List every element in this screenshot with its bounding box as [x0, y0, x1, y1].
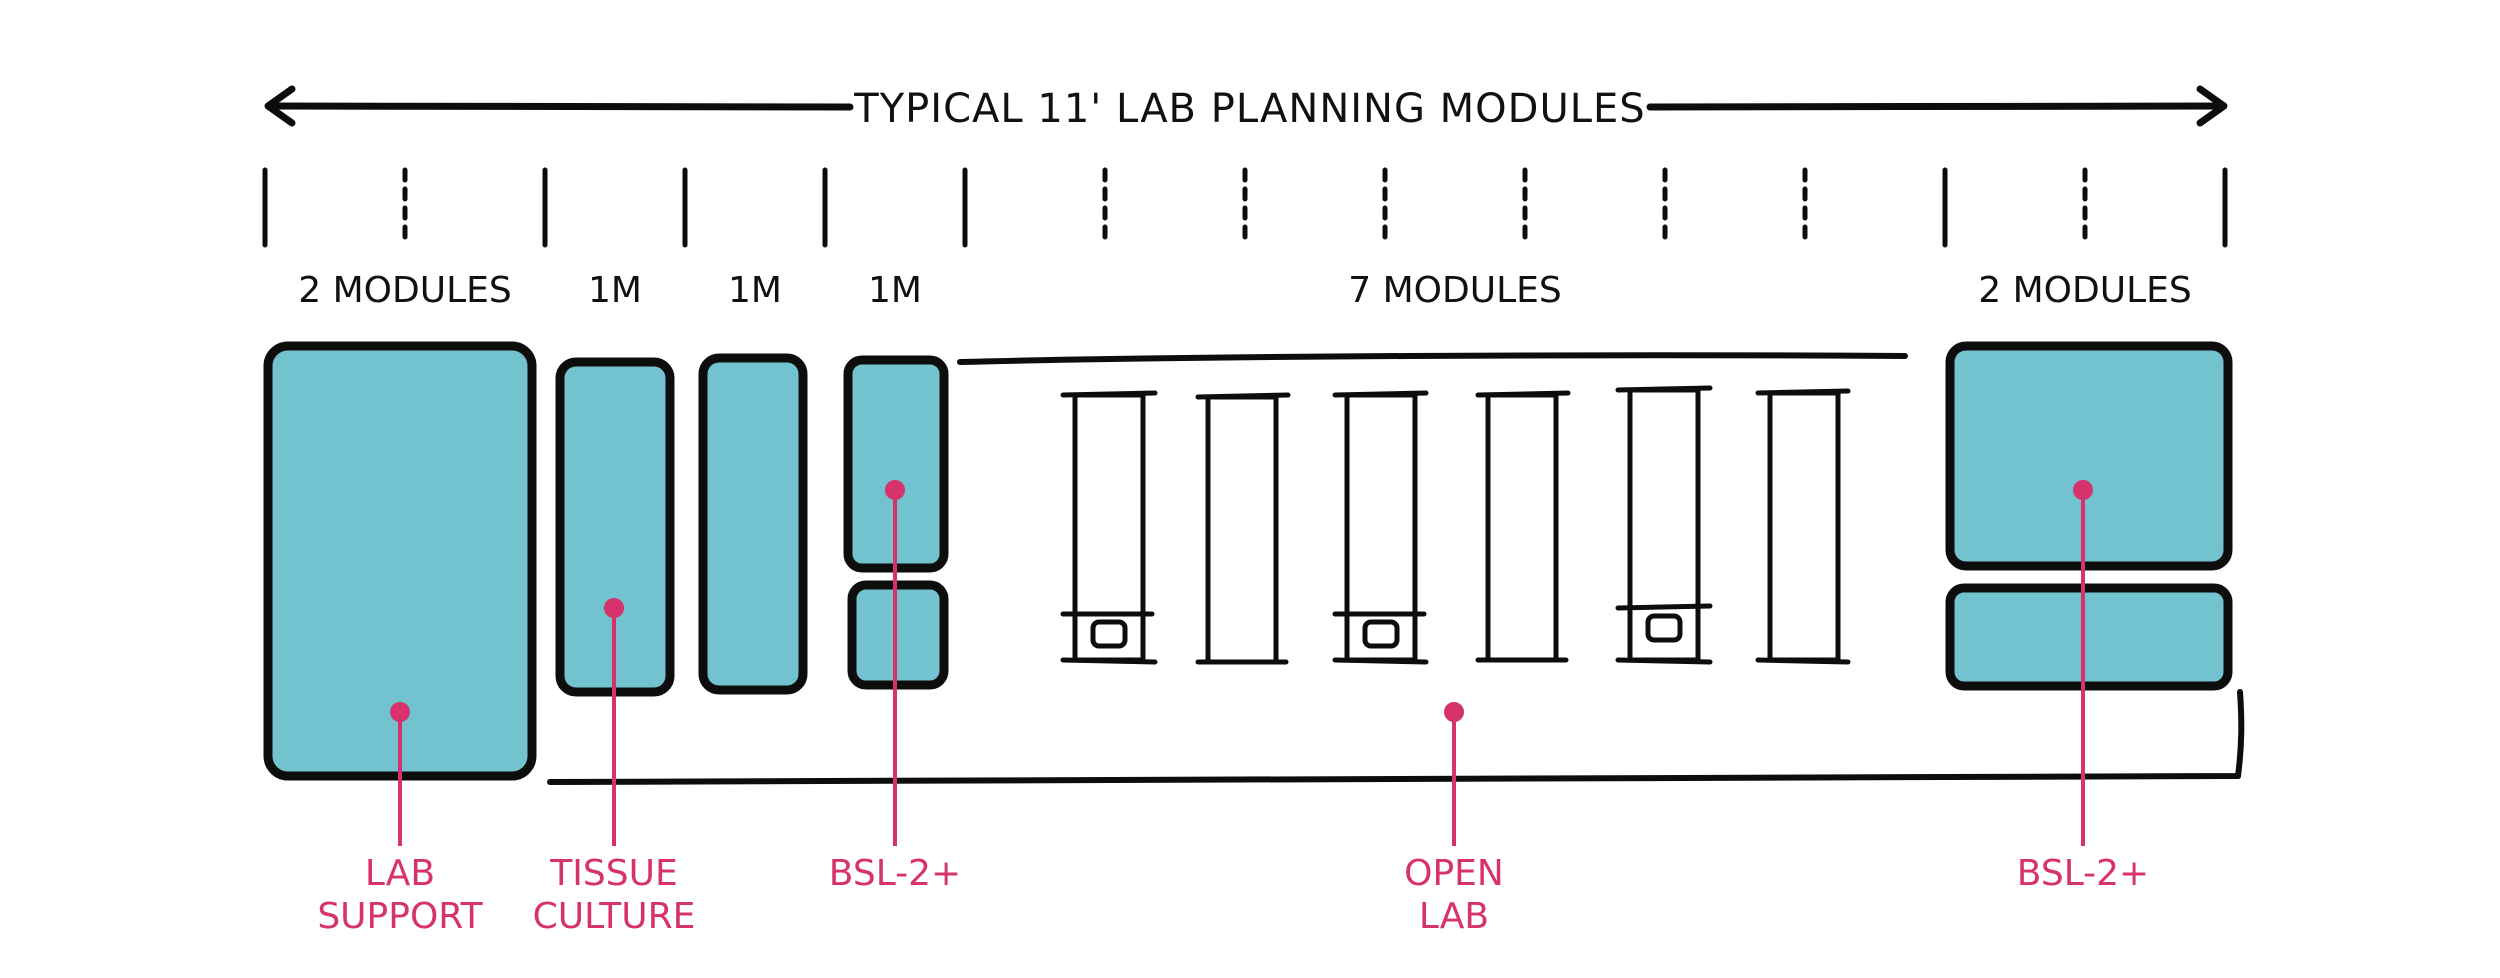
group-label-tissue-culture: 1M	[588, 270, 642, 311]
callout-dot-tissue-culture	[604, 598, 624, 618]
callout-dot-bsl-left	[885, 480, 905, 500]
room-bsl-left-lower	[847, 580, 949, 690]
bench-6	[1755, 388, 1851, 665]
group-label-module-3: 1M	[728, 270, 782, 311]
bench-5	[1615, 385, 1713, 665]
group-label-lab-support: 2 MODULES	[298, 270, 511, 311]
group-label-open-lab: 7 MODULES	[1348, 270, 1561, 311]
open-lab-benches	[1060, 385, 1851, 665]
module-ticks	[262, 167, 2228, 248]
bench-1	[1060, 390, 1158, 665]
callout-open-lab-line2: LAB	[1419, 896, 1489, 937]
room-bsl-right-lower	[1945, 583, 2233, 691]
callout-dot-open-lab	[1444, 702, 1464, 722]
callout-lab-support-line1: LAB	[365, 853, 435, 894]
callout-open-lab-line1: OPEN	[1404, 853, 1504, 894]
bench-2	[1195, 392, 1291, 665]
room-bsl-right-upper	[1945, 341, 2233, 571]
diagram-title: TYPICAL 11' LAB PLANNING MODULES	[853, 86, 1645, 132]
room-module-3	[698, 353, 808, 695]
group-label-bsl-left: 1M	[868, 270, 922, 311]
callout-bsl-left: BSL-2+	[829, 853, 961, 894]
bench-4	[1475, 390, 1571, 663]
callout-leaders	[390, 480, 2093, 846]
callout-dot-lab-support	[390, 702, 410, 722]
group-label-bsl-right: 2 MODULES	[1978, 270, 2191, 311]
callout-tissue-culture-line1: TISSUE	[549, 853, 677, 894]
callout-lab-support-line2: SUPPORT	[317, 896, 483, 937]
dimension-arrow	[264, 85, 2228, 127]
rooms	[263, 341, 2233, 781]
callout-dot-bsl-right	[2073, 480, 2093, 500]
callout-tissue-culture-line2: CULTURE	[533, 896, 696, 937]
callout-bsl-right: BSL-2+	[2017, 853, 2149, 894]
bench-3	[1332, 390, 1429, 665]
